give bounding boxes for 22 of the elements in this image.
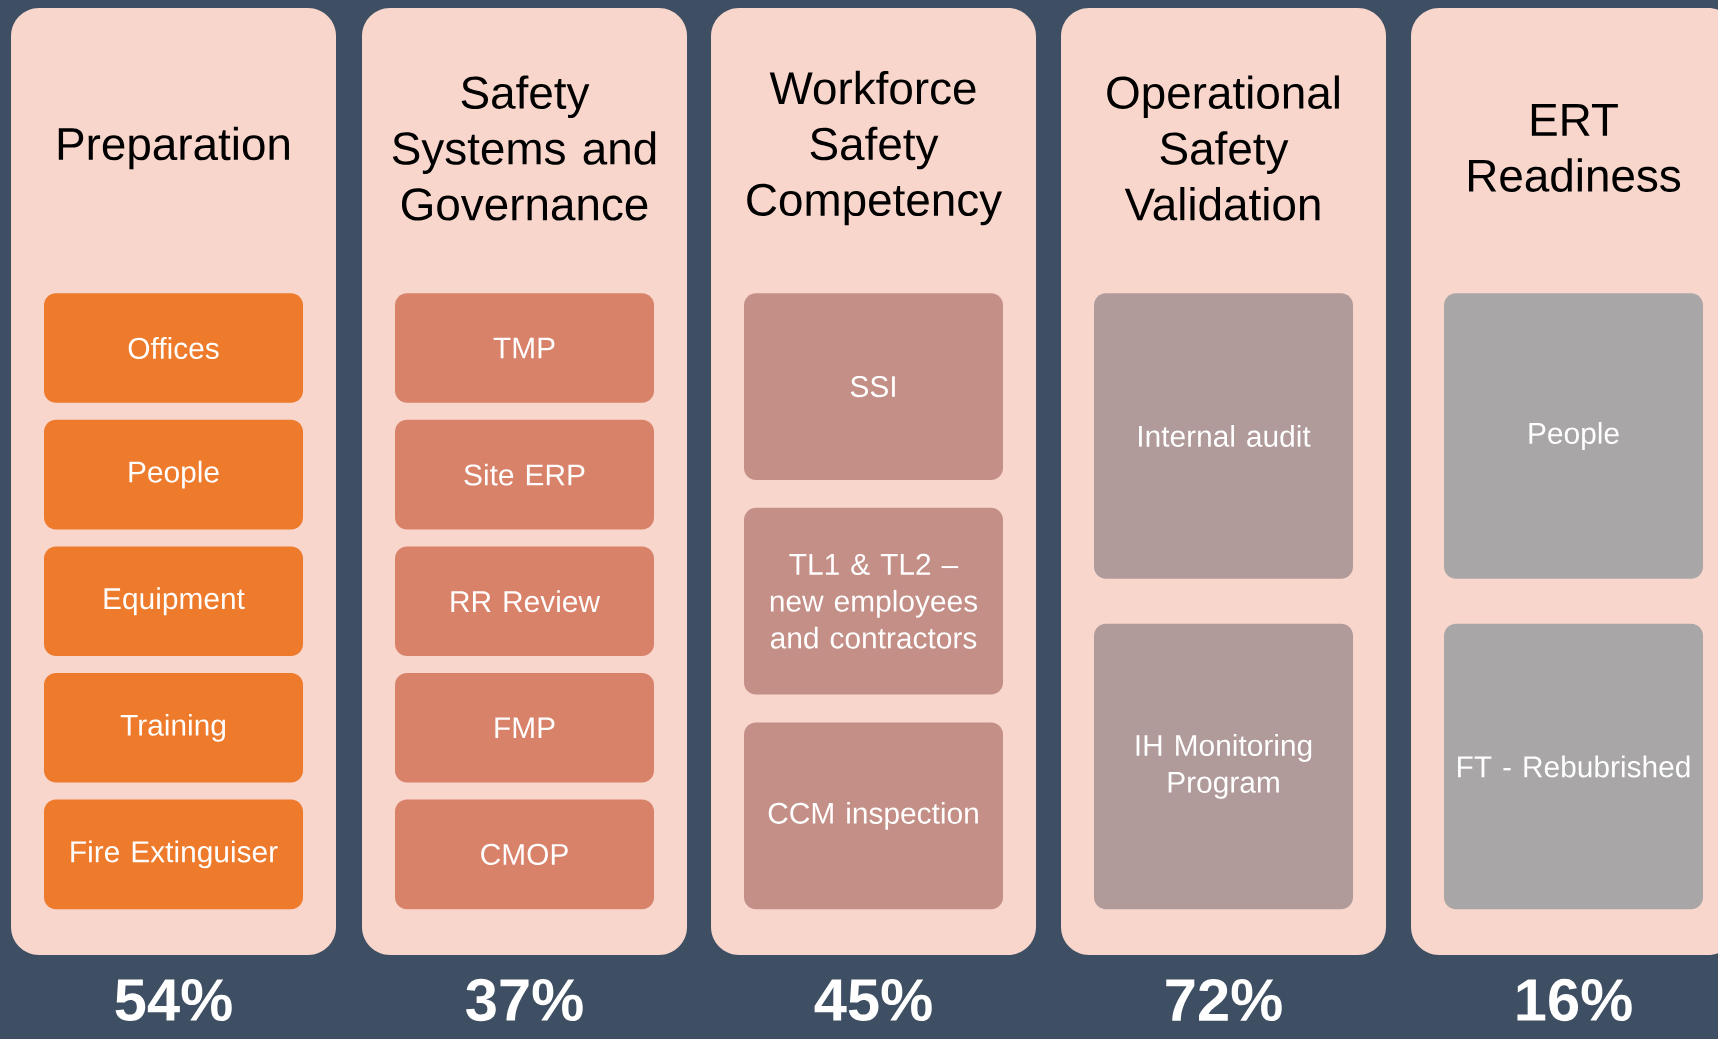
- item-box: IH Monitoring Program: [1094, 623, 1353, 910]
- item-box: People: [44, 419, 303, 530]
- item-box: FT - Rebubrished: [1444, 623, 1703, 910]
- item-box: Site ERP: [395, 419, 654, 530]
- percentage-label: 45%: [814, 978, 932, 1022]
- item-box: FMP: [395, 673, 654, 783]
- item-box: SSI: [744, 293, 1003, 480]
- percentage-label: 54%: [115, 978, 232, 1022]
- item-box: Equipment: [44, 546, 303, 656]
- percentage-label: 16%: [1517, 978, 1632, 1022]
- item-box: RR Review: [395, 546, 654, 656]
- percentage-label: 72%: [1166, 978, 1282, 1022]
- item-box: People: [1444, 293, 1703, 579]
- item-box: CCM inspection: [744, 722, 1003, 910]
- item-box: TL1 & TL2 – new employees and contractors: [744, 507, 1003, 695]
- percentage-label: 37%: [466, 978, 583, 1022]
- item-box: Offices: [44, 293, 303, 403]
- item-box: TMP: [395, 293, 654, 403]
- item-box: Fire Extinguiser: [44, 799, 303, 910]
- item-box: Internal audit: [1094, 293, 1353, 579]
- item-box: Training: [44, 673, 303, 783]
- item-box: CMOP: [395, 799, 654, 910]
